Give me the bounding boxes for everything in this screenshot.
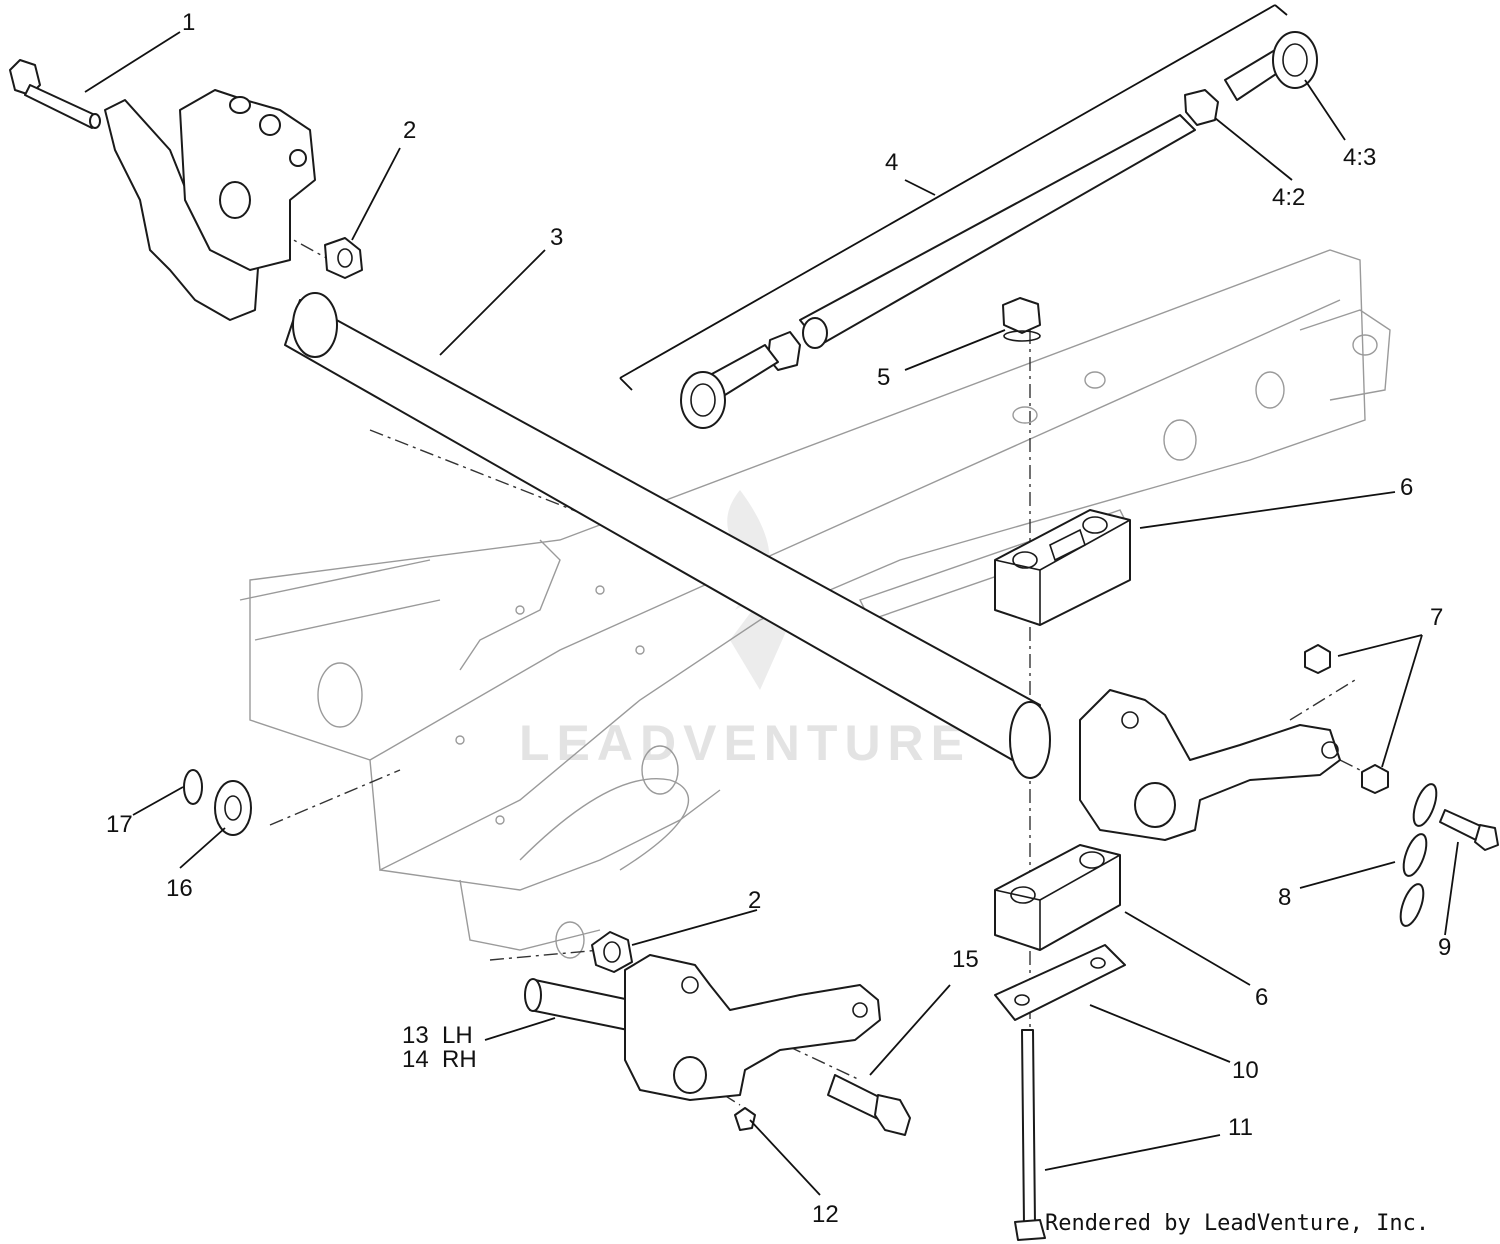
spindle-arm-right (1079, 689, 1341, 841)
callout-4: 4 (885, 149, 898, 176)
callout-10: 10 (1232, 1057, 1259, 1084)
part-10-plate (994, 944, 1126, 1021)
part-9-bolt (1439, 809, 1499, 851)
callout-labels: 1 2 3 4 4:2 4:3 5 6 7 8 9 2 6 10 11 12 1… (106, 9, 1451, 1228)
part-2-nut-bottom (591, 931, 633, 973)
part-17-retaining-ring (183, 769, 203, 805)
part-3-axle (284, 292, 1051, 779)
callout-16: 16 (166, 875, 193, 902)
watermark: LEADVENTURE (519, 490, 971, 771)
leader-lines (84, 4, 1459, 1196)
callout-2-top: 2 (403, 117, 416, 144)
callout-17: 17 (106, 811, 133, 838)
steering-arm-left (104, 89, 316, 321)
callout-15: 15 (952, 946, 979, 973)
frame-ghost (239, 249, 1391, 959)
callout-4-2: 4:2 (1272, 184, 1305, 211)
callout-13: 13 LH (402, 1022, 473, 1049)
render-credit: Rendered by LeadVenture, Inc. (1045, 1211, 1429, 1236)
callout-9: 9 (1438, 934, 1451, 961)
watermark-text: LEADVENTURE (519, 715, 971, 771)
part-16-washer (214, 780, 252, 836)
part-5-flange-nut (1002, 297, 1041, 424)
part-4-tie-rod (680, 31, 1318, 429)
part-2-nut-top (324, 237, 363, 279)
callout-6-bottom: 6 (1255, 984, 1268, 1011)
part-6-block-bottom (994, 844, 1121, 951)
part-12-grease-fitting (734, 1107, 756, 1131)
part-7-nuts (1304, 644, 1389, 794)
callout-7: 7 (1430, 604, 1443, 631)
callout-1: 1 (182, 9, 195, 36)
callout-8: 8 (1278, 884, 1291, 911)
callout-4-3: 4:3 (1343, 144, 1376, 171)
callout-2-bottom: 2 (748, 887, 761, 914)
part-6-block-top (994, 509, 1131, 626)
part-11-long-bolt (1014, 1029, 1046, 1241)
part-1-bolt (9, 59, 101, 129)
watermark-flame-icon (727, 490, 800, 690)
callout-5: 5 (877, 364, 890, 391)
part-8-chain (1399, 783, 1438, 927)
callout-3: 3 (550, 224, 563, 251)
callout-12: 12 (812, 1201, 839, 1228)
part-15-bolt (827, 1074, 911, 1136)
callout-11: 11 (1228, 1114, 1253, 1141)
callout-14: 14 RH (402, 1046, 477, 1073)
callout-6-top: 6 (1400, 474, 1413, 501)
spindle-arm-left (624, 954, 881, 1101)
